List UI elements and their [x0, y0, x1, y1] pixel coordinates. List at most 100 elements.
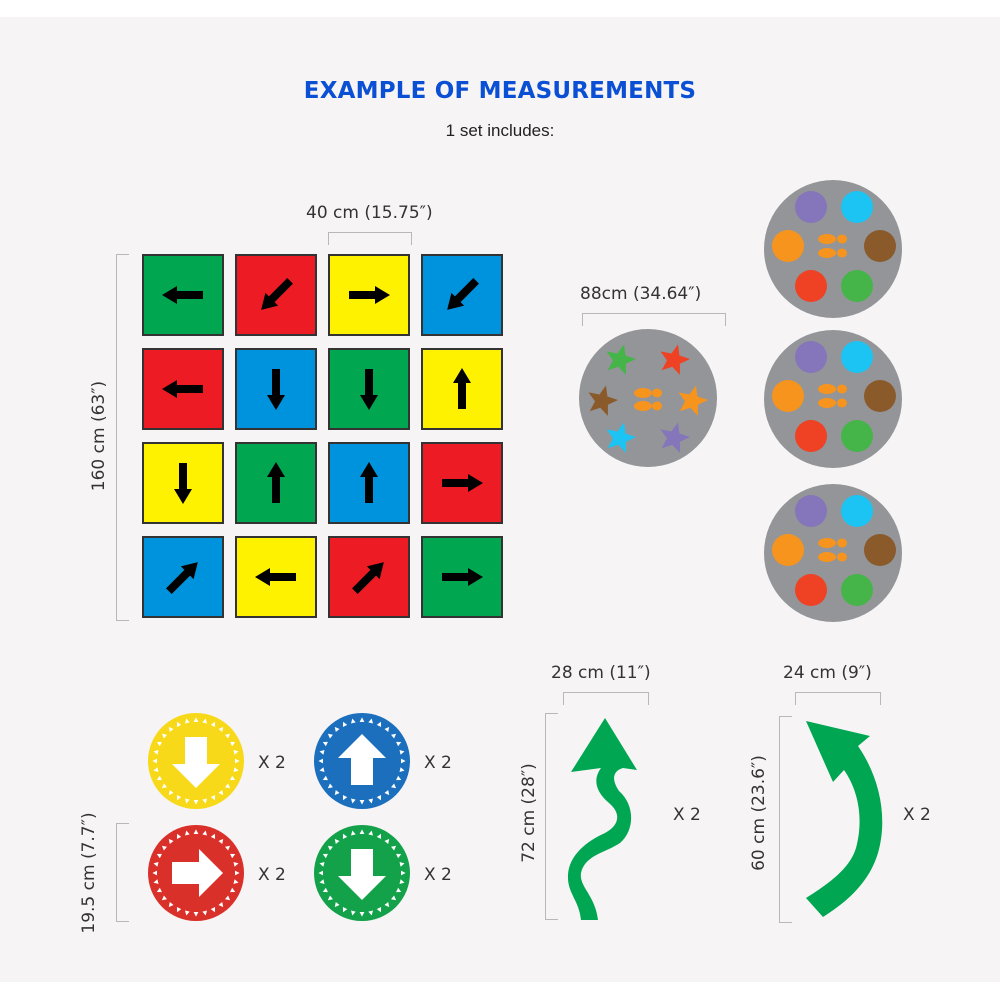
dot-green	[841, 270, 873, 302]
wavy-arrow-shape	[567, 718, 637, 920]
arrow-up-right-icon	[166, 562, 198, 594]
footprints-icon	[818, 384, 847, 408]
tile-width-label: 40 cm (15.75″)	[306, 203, 433, 223]
dot-cyan	[841, 495, 873, 527]
dot-purple	[795, 495, 827, 527]
arrow-down-icon	[267, 369, 285, 410]
curved-arrow-width-bracket	[795, 692, 881, 705]
arrow-down-icon	[360, 369, 378, 410]
star-purple-icon	[660, 422, 690, 453]
star-cyan-icon	[606, 422, 636, 453]
star-mat-bracket	[582, 313, 726, 326]
curved-arrow-qty: X 2	[903, 805, 931, 825]
dot-mat	[764, 484, 902, 622]
curved-arrow-width-label: 24 cm (9″)	[783, 663, 872, 683]
tile-width-bracket	[328, 232, 412, 245]
dot-green	[841, 420, 873, 452]
grid-height-label: 160 cm (63″)	[89, 380, 109, 492]
grid-tile-yellow	[142, 442, 224, 524]
grid-tile-blue	[142, 536, 224, 618]
star-red-icon	[660, 344, 690, 375]
arrow-right-icon	[172, 849, 223, 897]
grid-tile-green	[142, 254, 224, 336]
wavy-arrow-height-label: 72 cm (28″)	[519, 763, 539, 863]
arrow-down-left-icon	[447, 278, 479, 310]
dot-purple	[795, 341, 827, 373]
grid-tile-yellow	[328, 254, 410, 336]
circle-sticker-down	[314, 825, 410, 921]
grid-tile-blue	[235, 348, 317, 430]
wavy-arrow-width-label: 28 cm (11″)	[551, 663, 651, 683]
star-mat-diameter-label: 88cm (34.64″)	[580, 284, 702, 304]
dot-cyan	[841, 191, 873, 223]
dot-orange	[772, 230, 804, 262]
wavy-arrow-qty: X 2	[673, 805, 701, 825]
dot-brown	[864, 534, 896, 566]
page-title: EXAMPLE OF MEASUREMENTS	[303, 78, 697, 104]
arrow-down-left-icon	[261, 278, 293, 310]
dot-orange	[772, 534, 804, 566]
sticker-size-label: 19.5 cm (7.7″)	[79, 812, 99, 934]
curved-arrow-height-label: 60 cm (23.6″)	[749, 755, 769, 871]
sticker-qty: X 2	[258, 865, 286, 885]
arrow-up-icon	[453, 368, 471, 409]
dot-brown	[864, 230, 896, 262]
footprints-icon	[634, 388, 662, 411]
star-orange-icon	[678, 385, 708, 416]
dot-mat	[764, 180, 902, 318]
grid-tile-yellow	[421, 348, 503, 430]
arrow-left-icon	[255, 568, 296, 586]
arrow-up-icon	[360, 462, 378, 503]
arrow-left-icon	[162, 286, 203, 304]
dot-mat	[764, 330, 902, 468]
dot-red	[795, 574, 827, 606]
curved-arrow-shape	[806, 721, 883, 917]
grid-tile-yellow	[235, 536, 317, 618]
sticker-qty: X 2	[424, 753, 452, 773]
arrow-up-icon	[338, 734, 386, 785]
grid-tile-red	[328, 536, 410, 618]
page-subtitle: 1 set includes:	[445, 121, 555, 140]
arrow-up-icon	[267, 462, 285, 503]
dot-green	[841, 574, 873, 606]
arrow-right-icon	[442, 474, 483, 492]
grid-tile-red	[421, 442, 503, 524]
wavy-arrow	[567, 718, 637, 920]
curved-arrow-height-bracket	[779, 716, 792, 923]
grid-tile-blue	[421, 254, 503, 336]
arrow-down-icon	[174, 463, 192, 504]
star-mat	[579, 329, 717, 467]
grid-tile-red	[235, 254, 317, 336]
arrow-up-right-icon	[352, 562, 384, 594]
wavy-arrow-width-bracket	[563, 692, 649, 705]
arrow-right-icon	[349, 286, 390, 304]
dot-purple	[795, 191, 827, 223]
star-brown-icon	[588, 385, 618, 416]
footprints-icon	[818, 234, 847, 258]
dot-red	[795, 270, 827, 302]
star-green-icon	[606, 344, 636, 375]
grid-tile-green	[235, 442, 317, 524]
curved-arrow	[806, 721, 883, 917]
circle-sticker-up	[314, 713, 410, 809]
grid-tile-green	[421, 536, 503, 618]
grid-height-bracket	[116, 254, 129, 621]
dot-brown	[864, 380, 896, 412]
wavy-arrow-height-bracket	[545, 713, 558, 920]
dot-orange	[772, 380, 804, 412]
arrow-left-icon	[162, 380, 203, 398]
grid-tile-red	[142, 348, 224, 430]
arrow-right-icon	[442, 568, 483, 586]
circle-sticker-down	[148, 713, 244, 809]
circle-sticker-right	[148, 825, 244, 921]
sticker-qty: X 2	[424, 865, 452, 885]
grid-tile-green	[328, 348, 410, 430]
arrow-down-icon	[338, 849, 386, 900]
sticker-size-bracket	[116, 823, 129, 922]
grid-tile-blue	[328, 442, 410, 524]
dot-cyan	[841, 341, 873, 373]
footprints-icon	[818, 538, 847, 562]
arrow-down-icon	[172, 737, 220, 788]
sticker-qty: X 2	[258, 753, 286, 773]
dot-red	[795, 420, 827, 452]
